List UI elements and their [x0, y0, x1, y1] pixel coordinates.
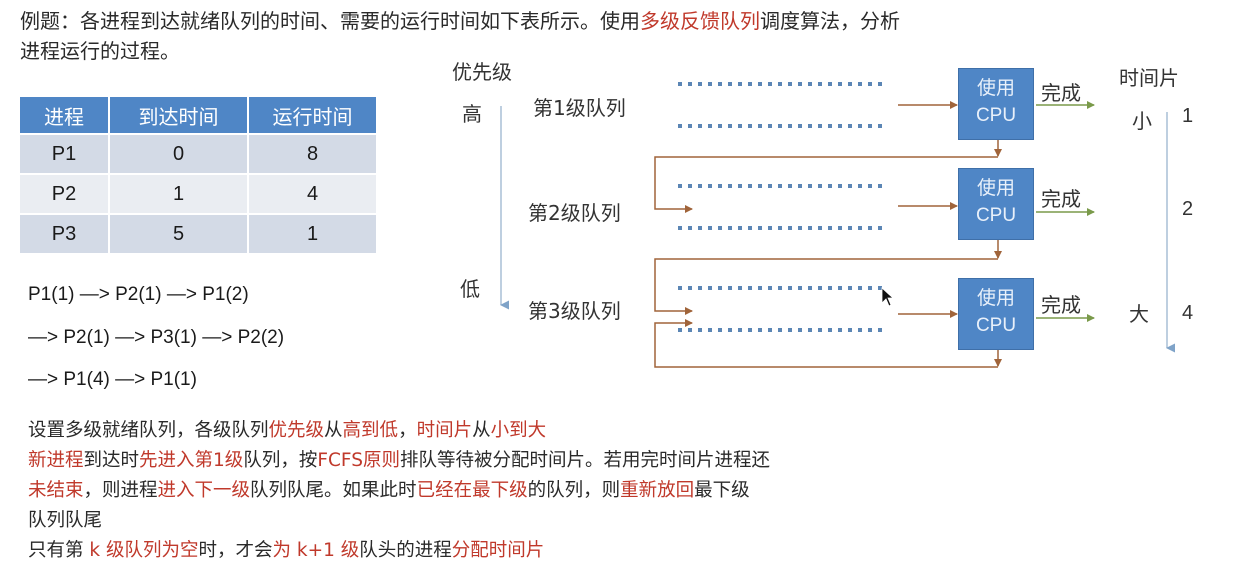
highlighted-text: 高到低	[342, 420, 399, 441]
note-line-5: 只有第 k 级队列为空时，才会为 k+1 级队头的进程分配时间片	[28, 536, 770, 566]
timeslice-label: 时间片	[1119, 66, 1179, 90]
cell-arrival: 5	[110, 215, 247, 253]
table-row: P3 5 1	[20, 215, 376, 253]
note-text: 队列队尾	[28, 510, 103, 531]
note-text: 最下级	[694, 480, 750, 501]
cpu-label: CPU	[975, 105, 1017, 126]
highlighted-text: 重新放回	[620, 480, 695, 501]
highlighted-text: FCFS原则	[317, 450, 400, 471]
sequence-line-2: —> P2(1) —> P3(1) —> P2(2)	[28, 327, 285, 348]
done-label-level-2: 完成	[1041, 187, 1081, 211]
table-row: P1 0 8	[20, 135, 376, 173]
note-text: 队列队尾。如果此时	[250, 480, 417, 501]
highlighted-text: 优先级	[268, 420, 325, 441]
cpu-label: 使用	[976, 177, 1015, 199]
note-text: ，则进程	[83, 480, 158, 501]
cpu-box-level-1: 使用 CPU	[958, 68, 1034, 140]
sequence-line-3: —> P1(4) —> P1(1)	[28, 369, 197, 390]
highlighted-text: k 级队列为空	[89, 540, 199, 561]
highlighted-text: 小到大	[490, 420, 547, 441]
highlighted-text: 先进入第1级	[139, 450, 244, 471]
cell-process: P1	[20, 135, 108, 173]
note-text: 到达时	[83, 450, 140, 471]
timeslice-large-label: 大	[1129, 302, 1149, 326]
cpu-label: CPU	[975, 205, 1017, 226]
priority-label: 优先级	[452, 60, 512, 84]
title-text: 例题：各进程到达就绪队列的时间、需要的运行时间如下表所示。使用	[20, 9, 640, 33]
priority-high-label: 高	[462, 102, 482, 126]
timeslice-small-label: 小	[1132, 109, 1152, 133]
note-text: 从	[472, 420, 491, 441]
highlighted-text: 分配时间片	[451, 540, 545, 561]
priority-low-label: 低	[460, 277, 480, 301]
cpu-label: 使用	[976, 287, 1015, 309]
timeslice-value-level-1: 1	[1182, 105, 1194, 127]
note-line-4: 队列队尾	[28, 506, 770, 536]
cpu-box-level-2: 使用 CPU	[958, 168, 1034, 240]
done-label-level-3: 完成	[1041, 293, 1081, 317]
timeslice-value-level-2: 2	[1182, 198, 1194, 220]
cell-process: P3	[20, 215, 108, 253]
highlighted-text: 为 k+1 级	[272, 540, 360, 561]
note-text: 设置多级就绪队列，各级队列	[28, 420, 269, 441]
cell-runtime: 1	[249, 215, 376, 253]
cell-process: P2	[20, 175, 108, 213]
note-text: ，	[398, 420, 417, 441]
header-run-time: 运行时间	[249, 97, 376, 133]
queue-label-level-3: 第3级队列	[528, 299, 621, 323]
title-text: 调度算法，分析	[760, 9, 900, 33]
note-line-2: 新进程到达时先进入第1级队列，按FCFS原则排队等待被分配时间片。若用完时间片进…	[28, 446, 770, 476]
header-arrival-time: 到达时间	[110, 97, 247, 133]
queue-label-level-1: 第1级队列	[533, 96, 626, 120]
title-highlight: 多级反馈队列	[640, 9, 760, 33]
mouse-cursor-icon	[881, 287, 895, 307]
note-text: 的队列，则	[527, 480, 621, 501]
highlighted-text: 已经在最下级	[416, 480, 528, 501]
highlighted-text: 进入下一级	[157, 480, 251, 501]
cpu-label: CPU	[975, 315, 1017, 336]
process-table: 进程 到达时间 运行时间 P1 0 8 P2 1 4 P3 5 1	[18, 95, 378, 255]
highlighted-text: 未结束	[28, 480, 84, 501]
cpu-label: 使用	[976, 77, 1015, 99]
note-text: 只有第	[28, 540, 90, 561]
cell-arrival: 0	[110, 135, 247, 173]
cell-runtime: 8	[249, 135, 376, 173]
note-text: 队头的进程	[359, 540, 452, 561]
highlighted-text: 时间片	[416, 420, 473, 441]
cell-arrival: 1	[110, 175, 247, 213]
timeslice-value-level-3: 4	[1182, 302, 1194, 324]
note-line-3: 未结束，则进程进入下一级队列队尾。如果此时已经在最下级的队列，则重新放回最下级	[28, 476, 770, 506]
sequence-line-1: P1(1) —> P2(1) —> P1(2)	[28, 284, 249, 305]
done-label-level-1: 完成	[1041, 81, 1081, 105]
note-text: 从	[324, 420, 343, 441]
note-text: 排队等待被分配时间片。若用完时间片进程还	[399, 450, 770, 471]
table-header-row: 进程 到达时间 运行时间	[20, 97, 376, 133]
header-process: 进程	[20, 97, 108, 133]
note-text: 队列，按	[243, 450, 318, 471]
notes-block: 设置多级就绪队列，各级队列优先级从高到低，时间片从小到大 新进程到达时先进入第1…	[28, 416, 770, 566]
title-line-2: 进程运行的过程。	[20, 39, 180, 63]
table-row: P2 1 4	[20, 175, 376, 213]
highlighted-text: 新进程	[28, 450, 84, 471]
note-line-1: 设置多级就绪队列，各级队列优先级从高到低，时间片从小到大	[28, 416, 770, 446]
queue-label-level-2: 第2级队列	[528, 201, 621, 225]
cpu-box-level-3: 使用 CPU	[958, 278, 1034, 350]
note-text: 时，才会	[198, 540, 273, 561]
example-title: 例题：各进程到达就绪队列的时间、需要的运行时间如下表所示。使用多级反馈队列调度算…	[20, 6, 900, 66]
title-line-1: 例题：各进程到达就绪队列的时间、需要的运行时间如下表所示。使用多级反馈队列调度算…	[20, 6, 900, 36]
cell-runtime: 4	[249, 175, 376, 213]
